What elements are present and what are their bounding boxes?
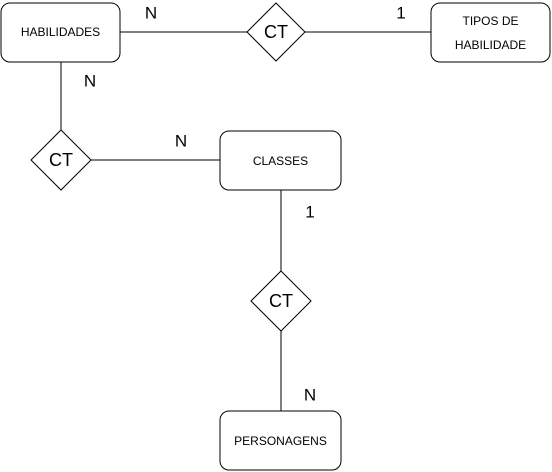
entity-personagens-label: PERSONAGENS [234, 434, 327, 448]
cardinality-personagens-classes-n: N [304, 385, 316, 404]
cardinality-habilidades-classes-n: N [84, 71, 96, 90]
cardinality-classes-habilidades-n: N [175, 131, 187, 150]
cardinality-habilidades-tipos-n: N [145, 3, 157, 22]
entity-tipos-de-habilidade[interactable]: TIPOS DE HABILIDADE [430, 2, 551, 63]
entity-tipos-de-habilidade-line2: HABILIDADE [455, 38, 526, 52]
relationship-classes-personagens-label: CT [269, 291, 293, 311]
relationship-habilidades-classes[interactable]: CT [30, 129, 92, 191]
entity-habilidades[interactable]: HABILIDADES [0, 2, 121, 63]
cardinality-classes-personagens-1: 1 [305, 202, 314, 221]
entity-habilidades-label: HABILIDADES [21, 25, 100, 39]
entity-tipos-de-habilidade-line1: TIPOS DE [462, 14, 518, 28]
entity-classes-label: CLASSES [253, 154, 308, 168]
relationship-habilidades-tipos[interactable]: CT [246, 2, 306, 62]
entity-personagens[interactable]: PERSONAGENS [219, 410, 342, 471]
cardinality-tipos-habilidades-1: 1 [396, 3, 405, 22]
entity-classes[interactable]: CLASSES [219, 130, 342, 191]
relationship-habilidades-tipos-label: CT [264, 22, 288, 42]
relationship-classes-personagens[interactable]: CT [250, 270, 312, 332]
relationship-habilidades-classes-label: CT [49, 150, 73, 170]
